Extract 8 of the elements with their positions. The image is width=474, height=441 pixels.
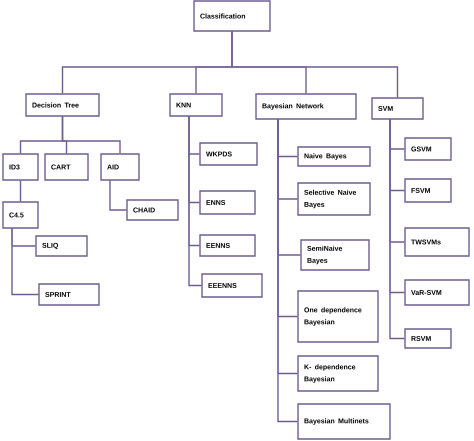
connector-line (62, 116, 121, 154)
connector-line (277, 119, 298, 422)
connector-line (231, 32, 398, 98)
connector-line (11, 228, 38, 296)
connector-line (109, 180, 126, 211)
connector-line (389, 119, 404, 340)
connector-line (20, 180, 22, 202)
connector-line (188, 116, 202, 286)
